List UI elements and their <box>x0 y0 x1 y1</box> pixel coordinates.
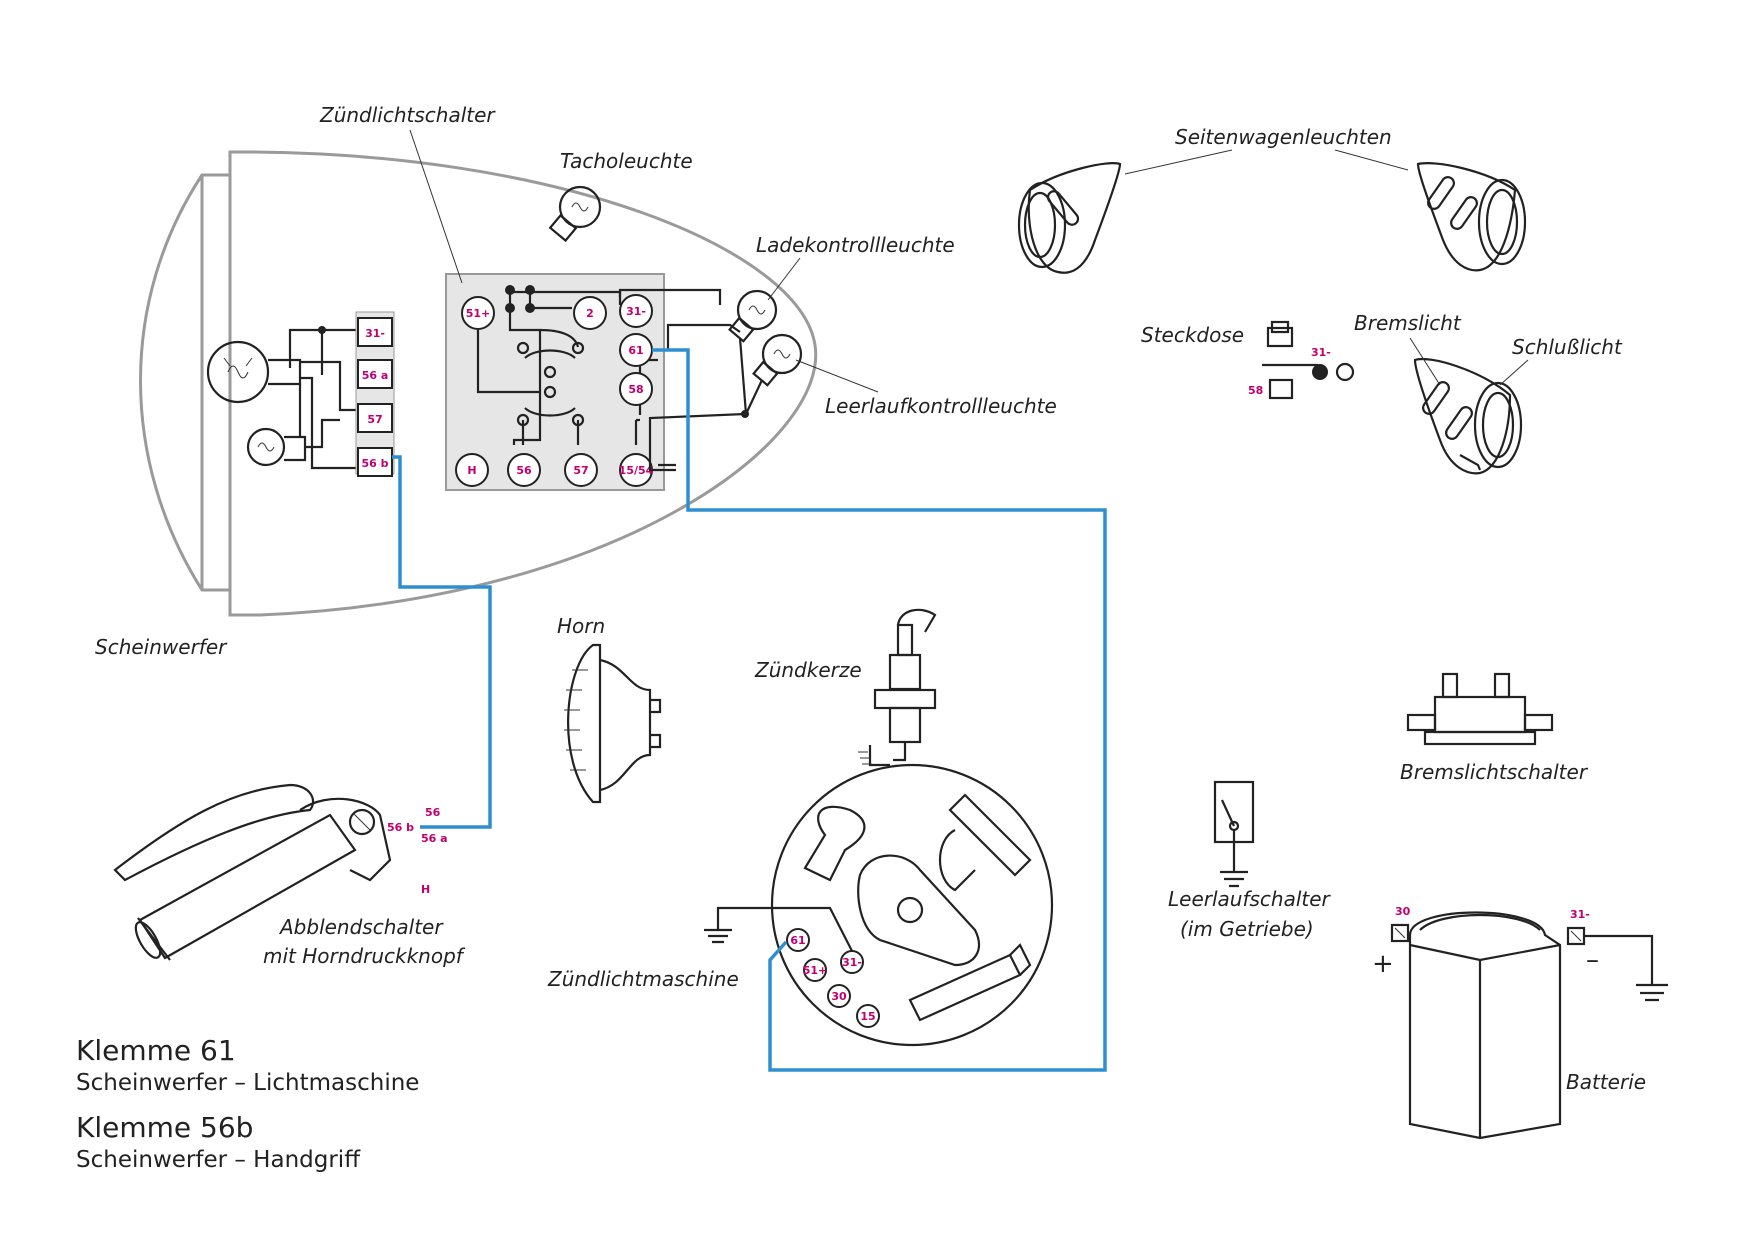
switch-terminal-15-54: 15/54 <box>619 464 654 477</box>
caption-2-title: Klemme 56b <box>76 1111 253 1144</box>
switch-terminal-2: 2 <box>586 307 594 320</box>
label-steckdose: Steckdose <box>1141 323 1244 347</box>
label-scheinwerfer: Scheinwerfer <box>95 635 228 659</box>
generator-terminal-30: 30 <box>831 990 847 1003</box>
handlebar-terminal-56: 56 <box>425 806 441 819</box>
headlamp-wiring <box>288 326 358 470</box>
battery-terminal-31: 31- <box>1570 908 1590 921</box>
horn-icon <box>564 643 662 804</box>
label-leerlaufschalter-2: (im Getriebe) <box>1180 917 1314 941</box>
label-batterie: Batterie <box>1566 1070 1646 1094</box>
label-bremslichtschalter: Bremslichtschalter <box>1400 760 1589 784</box>
headlamp-terminal-56b: 56 b <box>361 457 388 470</box>
generator-terminal-51plus: 51+ <box>803 964 828 977</box>
socket-terminal-58: 58 <box>1248 384 1263 397</box>
label-abblendschalter-1: Abblendschalter <box>278 915 444 939</box>
label-leerlaufschalter-1: Leerlaufschalter <box>1168 887 1332 911</box>
label-zuendlichtschalter: Zündlichtschalter <box>319 103 496 127</box>
battery-icon <box>1390 911 1668 1140</box>
headlamp-terminal-56a: 56 a <box>362 369 389 382</box>
battery-plus-sign: + <box>1372 949 1394 979</box>
headlamp-terminal-57: 57 <box>367 413 382 426</box>
switch-terminal-31: 31- <box>626 305 646 318</box>
label-zuendkerze: Zündkerze <box>754 658 862 682</box>
label-abblendschalter-2: mit Horndruckknopf <box>263 944 466 968</box>
brake-tail-light-icon <box>1413 358 1523 475</box>
wire-klemme-56b <box>392 455 492 829</box>
switch-terminal-51plus: 51+ <box>466 307 491 320</box>
neutral-indicator-lamp-icon <box>752 333 803 387</box>
label-tacholeuchte: Tacholeuchte <box>560 149 693 173</box>
socket-icon <box>1262 320 1355 400</box>
headlamp-terminal-31: 31- <box>365 327 385 340</box>
handlebar-terminal-56a: 56 a <box>421 832 448 845</box>
sidecar-lamps-icon <box>1017 162 1527 274</box>
generator-terminal-31: 31- <box>842 956 862 969</box>
caption-1-subtitle: Scheinwerfer – Lichtmaschine <box>76 1070 419 1096</box>
label-schlusslicht: Schlußlicht <box>1512 335 1623 359</box>
headlamp-terminal-strip: 31- 56 a 57 56 b <box>355 311 395 477</box>
caption-1-title: Klemme 61 <box>76 1034 236 1067</box>
handlebar-switch-icon <box>113 783 392 961</box>
battery-minus-sign: – <box>1586 945 1599 975</box>
label-ladekontrollleuchte: Ladekontrollleuchte <box>756 233 955 257</box>
caption-2-subtitle: Scheinwerfer – Handgriff <box>76 1147 361 1173</box>
label-leerlaufkontrollleuchte: Leerlaufkontrollleuchte <box>825 394 1057 418</box>
handlebar-terminal-56b: 56 b <box>387 821 414 834</box>
label-horn: Horn <box>557 614 605 638</box>
switch-terminals: 51+ 2 31- 61 58 H 56 57 15/54 <box>455 294 654 487</box>
spark-plug-icon <box>858 608 937 767</box>
handlebar-terminal-h: H <box>421 883 430 896</box>
wire-klemme-61 <box>652 348 1107 1072</box>
headlamp-main-bulb-icon <box>206 340 302 404</box>
socket-terminal-31: 31- <box>1311 346 1331 359</box>
neutral-switch-icon <box>1213 780 1255 888</box>
switch-terminal-57: 57 <box>573 464 588 477</box>
generator-icon <box>770 763 1054 1047</box>
headlamp-housing <box>139 150 818 617</box>
label-seitenwagenleuchten: Seitenwagenleuchten <box>1175 125 1392 149</box>
brake-light-switch-icon <box>1406 672 1554 746</box>
switch-terminal-58: 58 <box>628 383 643 396</box>
tacho-lamp-icon <box>548 185 602 243</box>
switch-terminal-56: 56 <box>516 464 532 477</box>
generator-terminals: 61 51+ 31- 30 15 <box>704 906 880 1028</box>
charge-indicator-lamp-icon <box>728 289 778 343</box>
battery-terminal-30: 30 <box>1395 905 1411 918</box>
switch-terminal-61: 61 <box>628 344 643 357</box>
switch-terminal-h: H <box>467 464 476 477</box>
label-zuendlichtmaschine: Zündlichtmaschine <box>547 967 739 991</box>
generator-terminal-15: 15 <box>860 1010 875 1023</box>
headlamp-parking-bulb-icon <box>246 427 307 467</box>
label-bremslicht: Bremslicht <box>1354 311 1462 335</box>
generator-terminal-61: 61 <box>790 934 805 947</box>
